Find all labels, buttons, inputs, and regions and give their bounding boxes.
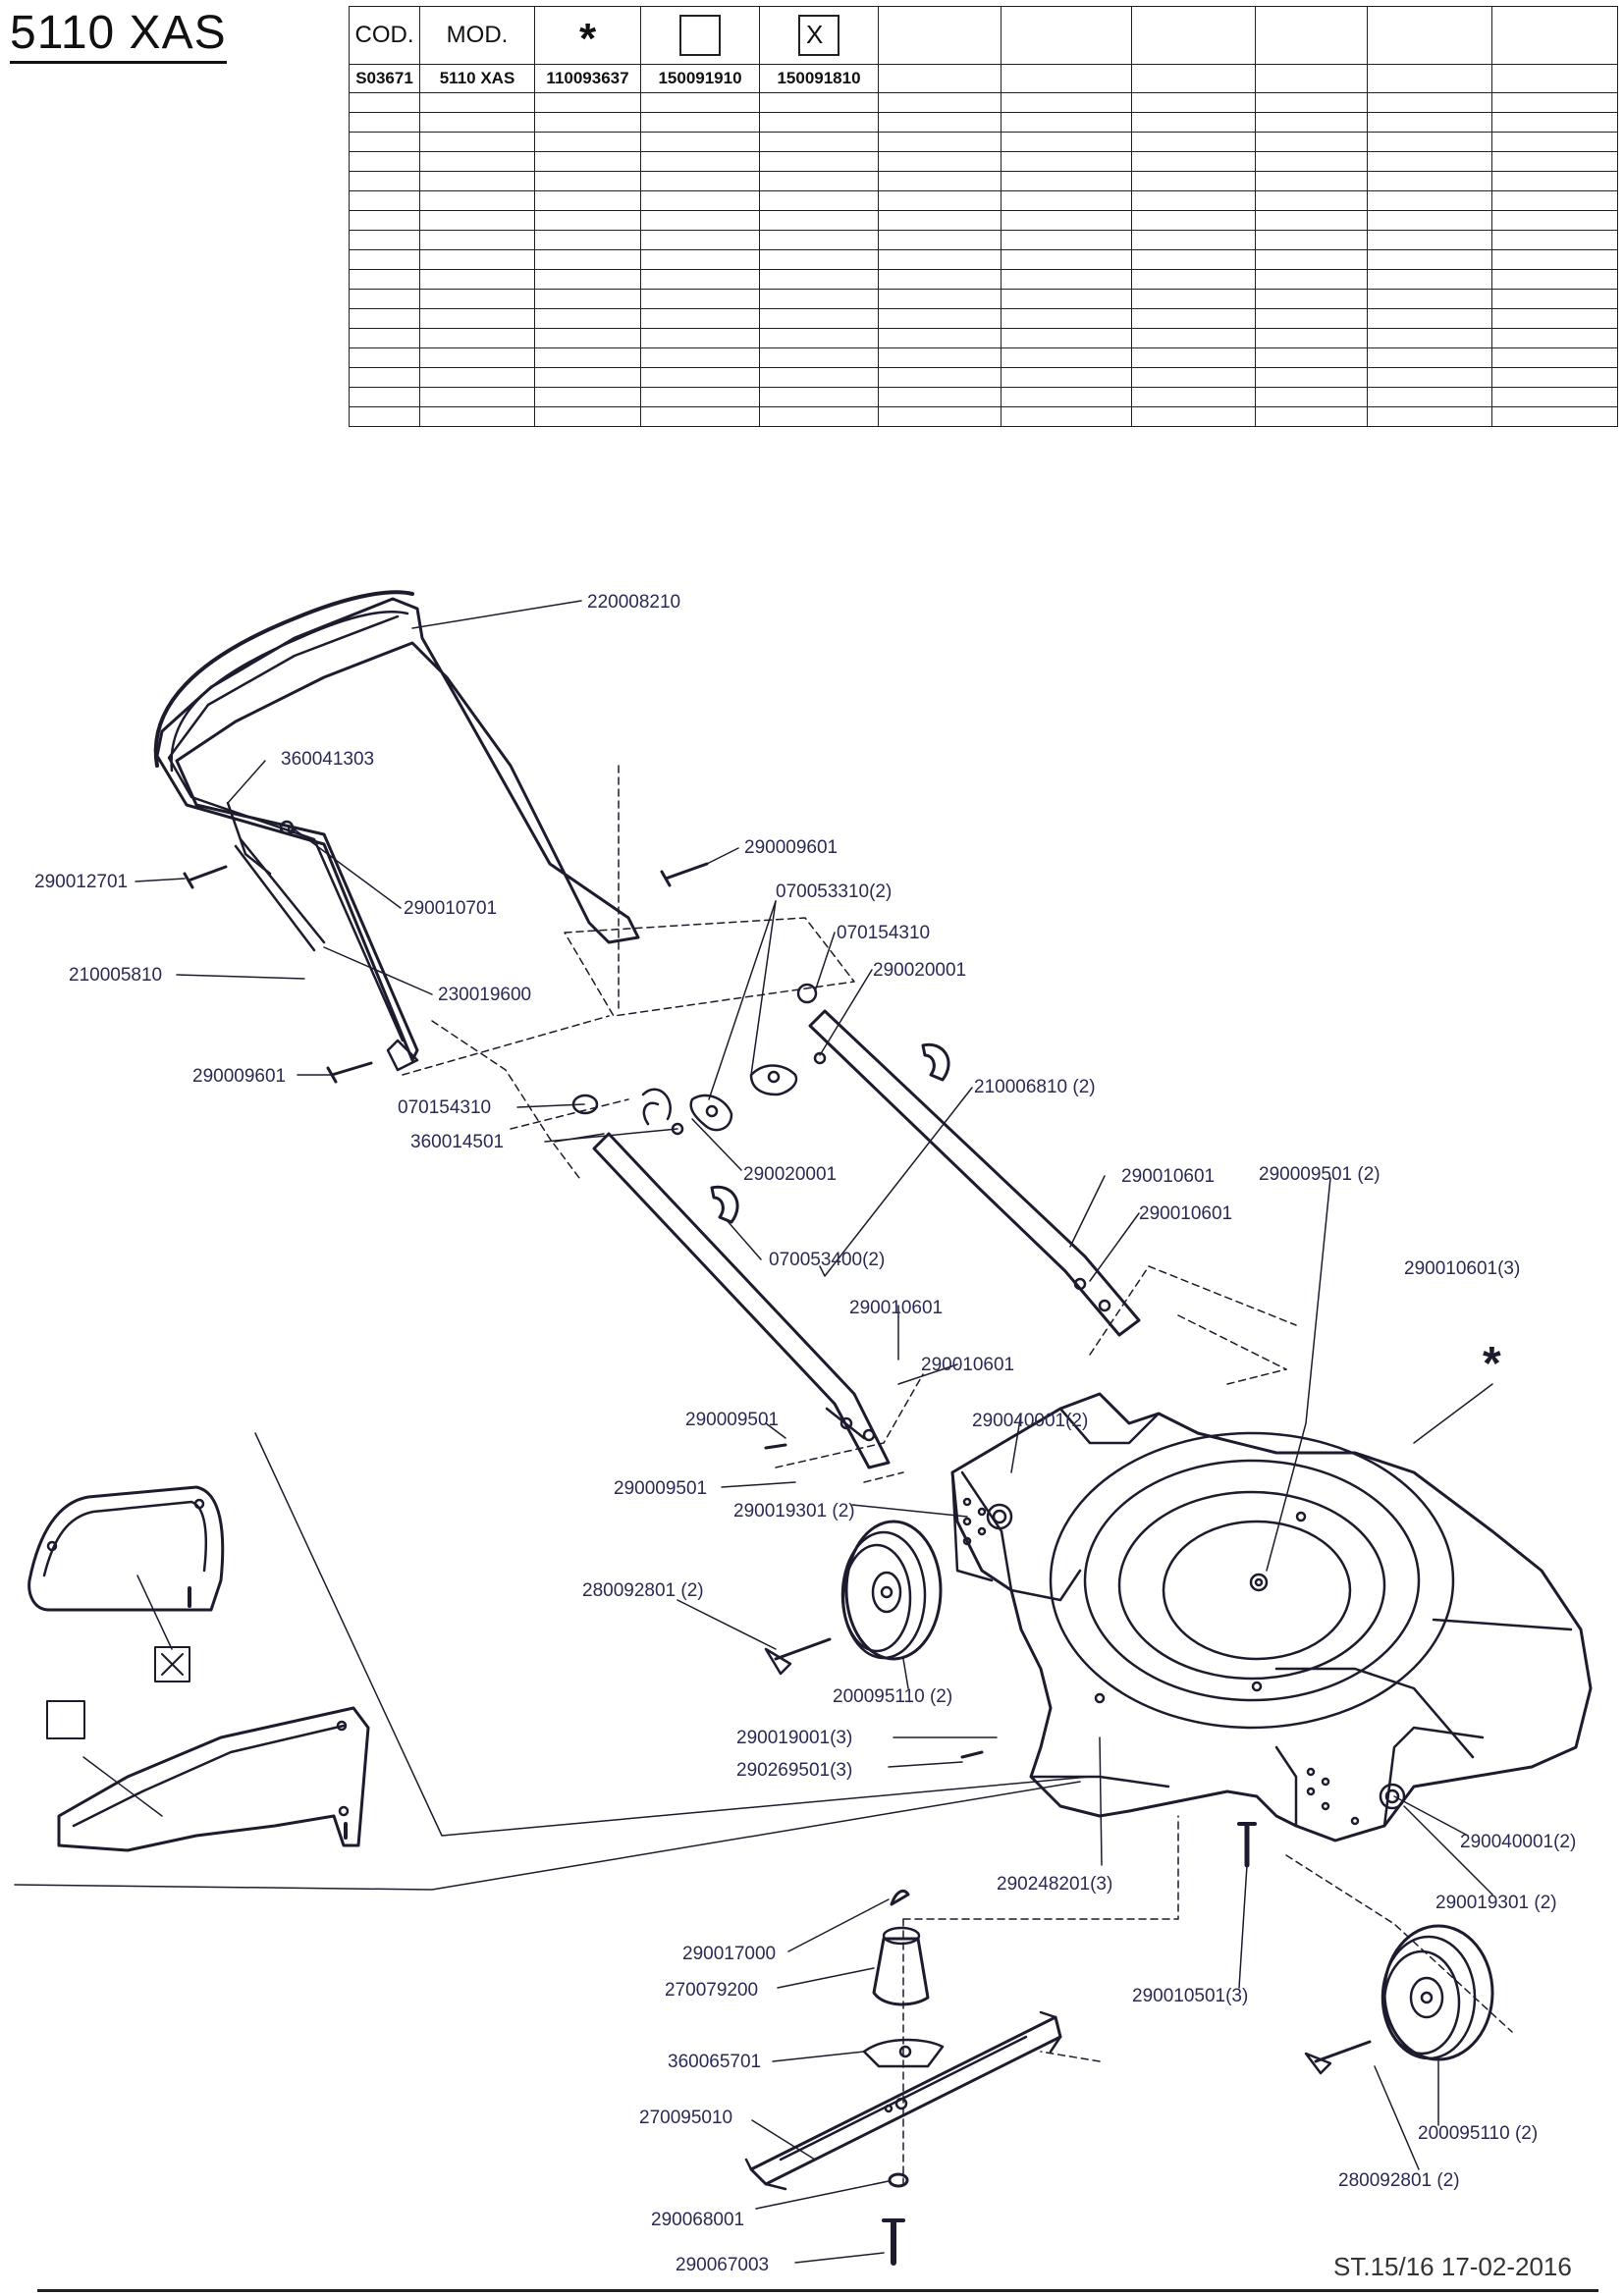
part-label: 290019301 (2) <box>1435 1893 1557 1913</box>
table-row <box>349 289 1618 309</box>
lower-handle-left <box>592 1132 891 1469</box>
x-mark-icon <box>161 1653 184 1676</box>
part-label: 230019600 <box>438 985 532 1005</box>
part-label: 290009501 <box>614 1478 708 1499</box>
lower-handle-right <box>808 1009 1141 1337</box>
part-label: 290009501 (2) <box>1259 1164 1380 1185</box>
header-cod: COD. <box>349 6 420 65</box>
part-label: 290019301 (2) <box>733 1501 855 1522</box>
part-label: 290040001(2) <box>1460 1832 1577 1852</box>
part-label: 290012701 <box>34 872 129 892</box>
part-label: 290269501(3) <box>736 1760 853 1781</box>
part-label: 200095110 (2) <box>833 1686 953 1707</box>
part-label: 070053310(2) <box>776 881 893 902</box>
table-row <box>349 367 1618 388</box>
part-label: 360014501 <box>410 1132 505 1152</box>
table-row <box>349 230 1618 250</box>
grass-deflector-box <box>57 1706 370 1852</box>
part-label: 070053400(2) <box>769 1250 886 1270</box>
rear-wheel <box>1380 1924 1494 2061</box>
table-cell <box>1491 406 1618 427</box>
part-label: 290010601 <box>1139 1203 1233 1224</box>
part-label: 290040001(2) <box>972 1411 1089 1431</box>
table-row <box>349 210 1618 231</box>
empty-box-icon <box>46 1700 85 1739</box>
bolts <box>183 862 787 1450</box>
part-label: 290017000 <box>682 1944 777 1964</box>
table-row <box>349 190 1618 211</box>
table-row <box>349 132 1618 152</box>
part-label: 290010601 <box>849 1298 944 1318</box>
upper-handle <box>155 597 640 1072</box>
part-label: 290010501(3) <box>1132 1986 1249 2006</box>
header-asterisk: * <box>534 6 641 65</box>
part-label: 290248201(3) <box>997 1874 1113 1895</box>
knobs-and-clips <box>571 983 950 1224</box>
part-label: 290010601(3) <box>1404 1258 1521 1279</box>
part-label: 290068001 <box>651 2210 745 2230</box>
leader-lines <box>135 600 1493 2264</box>
sheet-footer: ST.15/16 17-02-2016 <box>1333 2252 1572 2281</box>
front-wheel <box>840 1520 943 1661</box>
part-label: 070154310 <box>837 923 931 943</box>
codes-table: COD. MOD. * X S03671 5110 XAS 110093637 … <box>349 6 1618 427</box>
part-label: 290020001 <box>743 1164 838 1185</box>
handle-grip <box>153 590 414 773</box>
empty-box-icon <box>679 15 721 56</box>
part-label: 210006810 (2) <box>974 1077 1096 1097</box>
part-label: 070154310 <box>398 1097 492 1118</box>
table-row <box>349 406 1618 427</box>
part-label: 290010701 <box>404 898 498 919</box>
blade-assembly <box>744 1889 1062 2266</box>
wheel-bolts <box>764 1637 1372 2075</box>
part-label: 290020001 <box>873 960 967 981</box>
part-label: 280092801 (2) <box>1338 2170 1460 2191</box>
part-label: 290009601 <box>192 1066 287 1087</box>
part-label: 360065701 <box>668 2052 762 2072</box>
page-title: 5110 XAS <box>10 8 227 64</box>
mower-deck <box>950 1392 1593 1842</box>
part-label: 290067003 <box>676 2255 770 2275</box>
dashed-guides <box>402 765 1513 2190</box>
part-label: 360041303 <box>281 749 375 770</box>
part-label: 290010601 <box>1121 1166 1216 1187</box>
asterisk-icon: * <box>578 15 597 63</box>
part-label: 270079200 <box>665 1980 759 2001</box>
table-row: S03671 5110 XAS 110093637 150091910 1500… <box>349 64 1618 93</box>
height-adjust-plate-front <box>962 1497 1013 1546</box>
leader-lines-deflector <box>14 1432 1091 1891</box>
part-label: 270095010 <box>639 2108 733 2128</box>
part-label: 290019001(3) <box>736 1728 853 1748</box>
x-box-icon <box>154 1646 190 1682</box>
x-box-icon: X <box>798 15 839 56</box>
part-label: 290009601 <box>744 837 839 858</box>
footer-rule <box>37 2289 1598 2292</box>
part-label: 290009501 <box>685 1410 780 1430</box>
part-label: 280092801 (2) <box>582 1580 704 1601</box>
part-label: 200095110 (2) <box>1418 2123 1539 2144</box>
part-label: 210005810 <box>69 965 163 986</box>
grass-deflector-x <box>27 1485 225 1612</box>
part-label: 290010601 <box>921 1355 1015 1375</box>
table-row <box>349 347 1618 368</box>
asterisk-icon: * <box>1483 1338 1501 1390</box>
part-label: 220008210 <box>587 592 681 613</box>
height-adjust-plate-rear <box>1306 1767 1406 1826</box>
lever-assembly <box>226 801 326 952</box>
